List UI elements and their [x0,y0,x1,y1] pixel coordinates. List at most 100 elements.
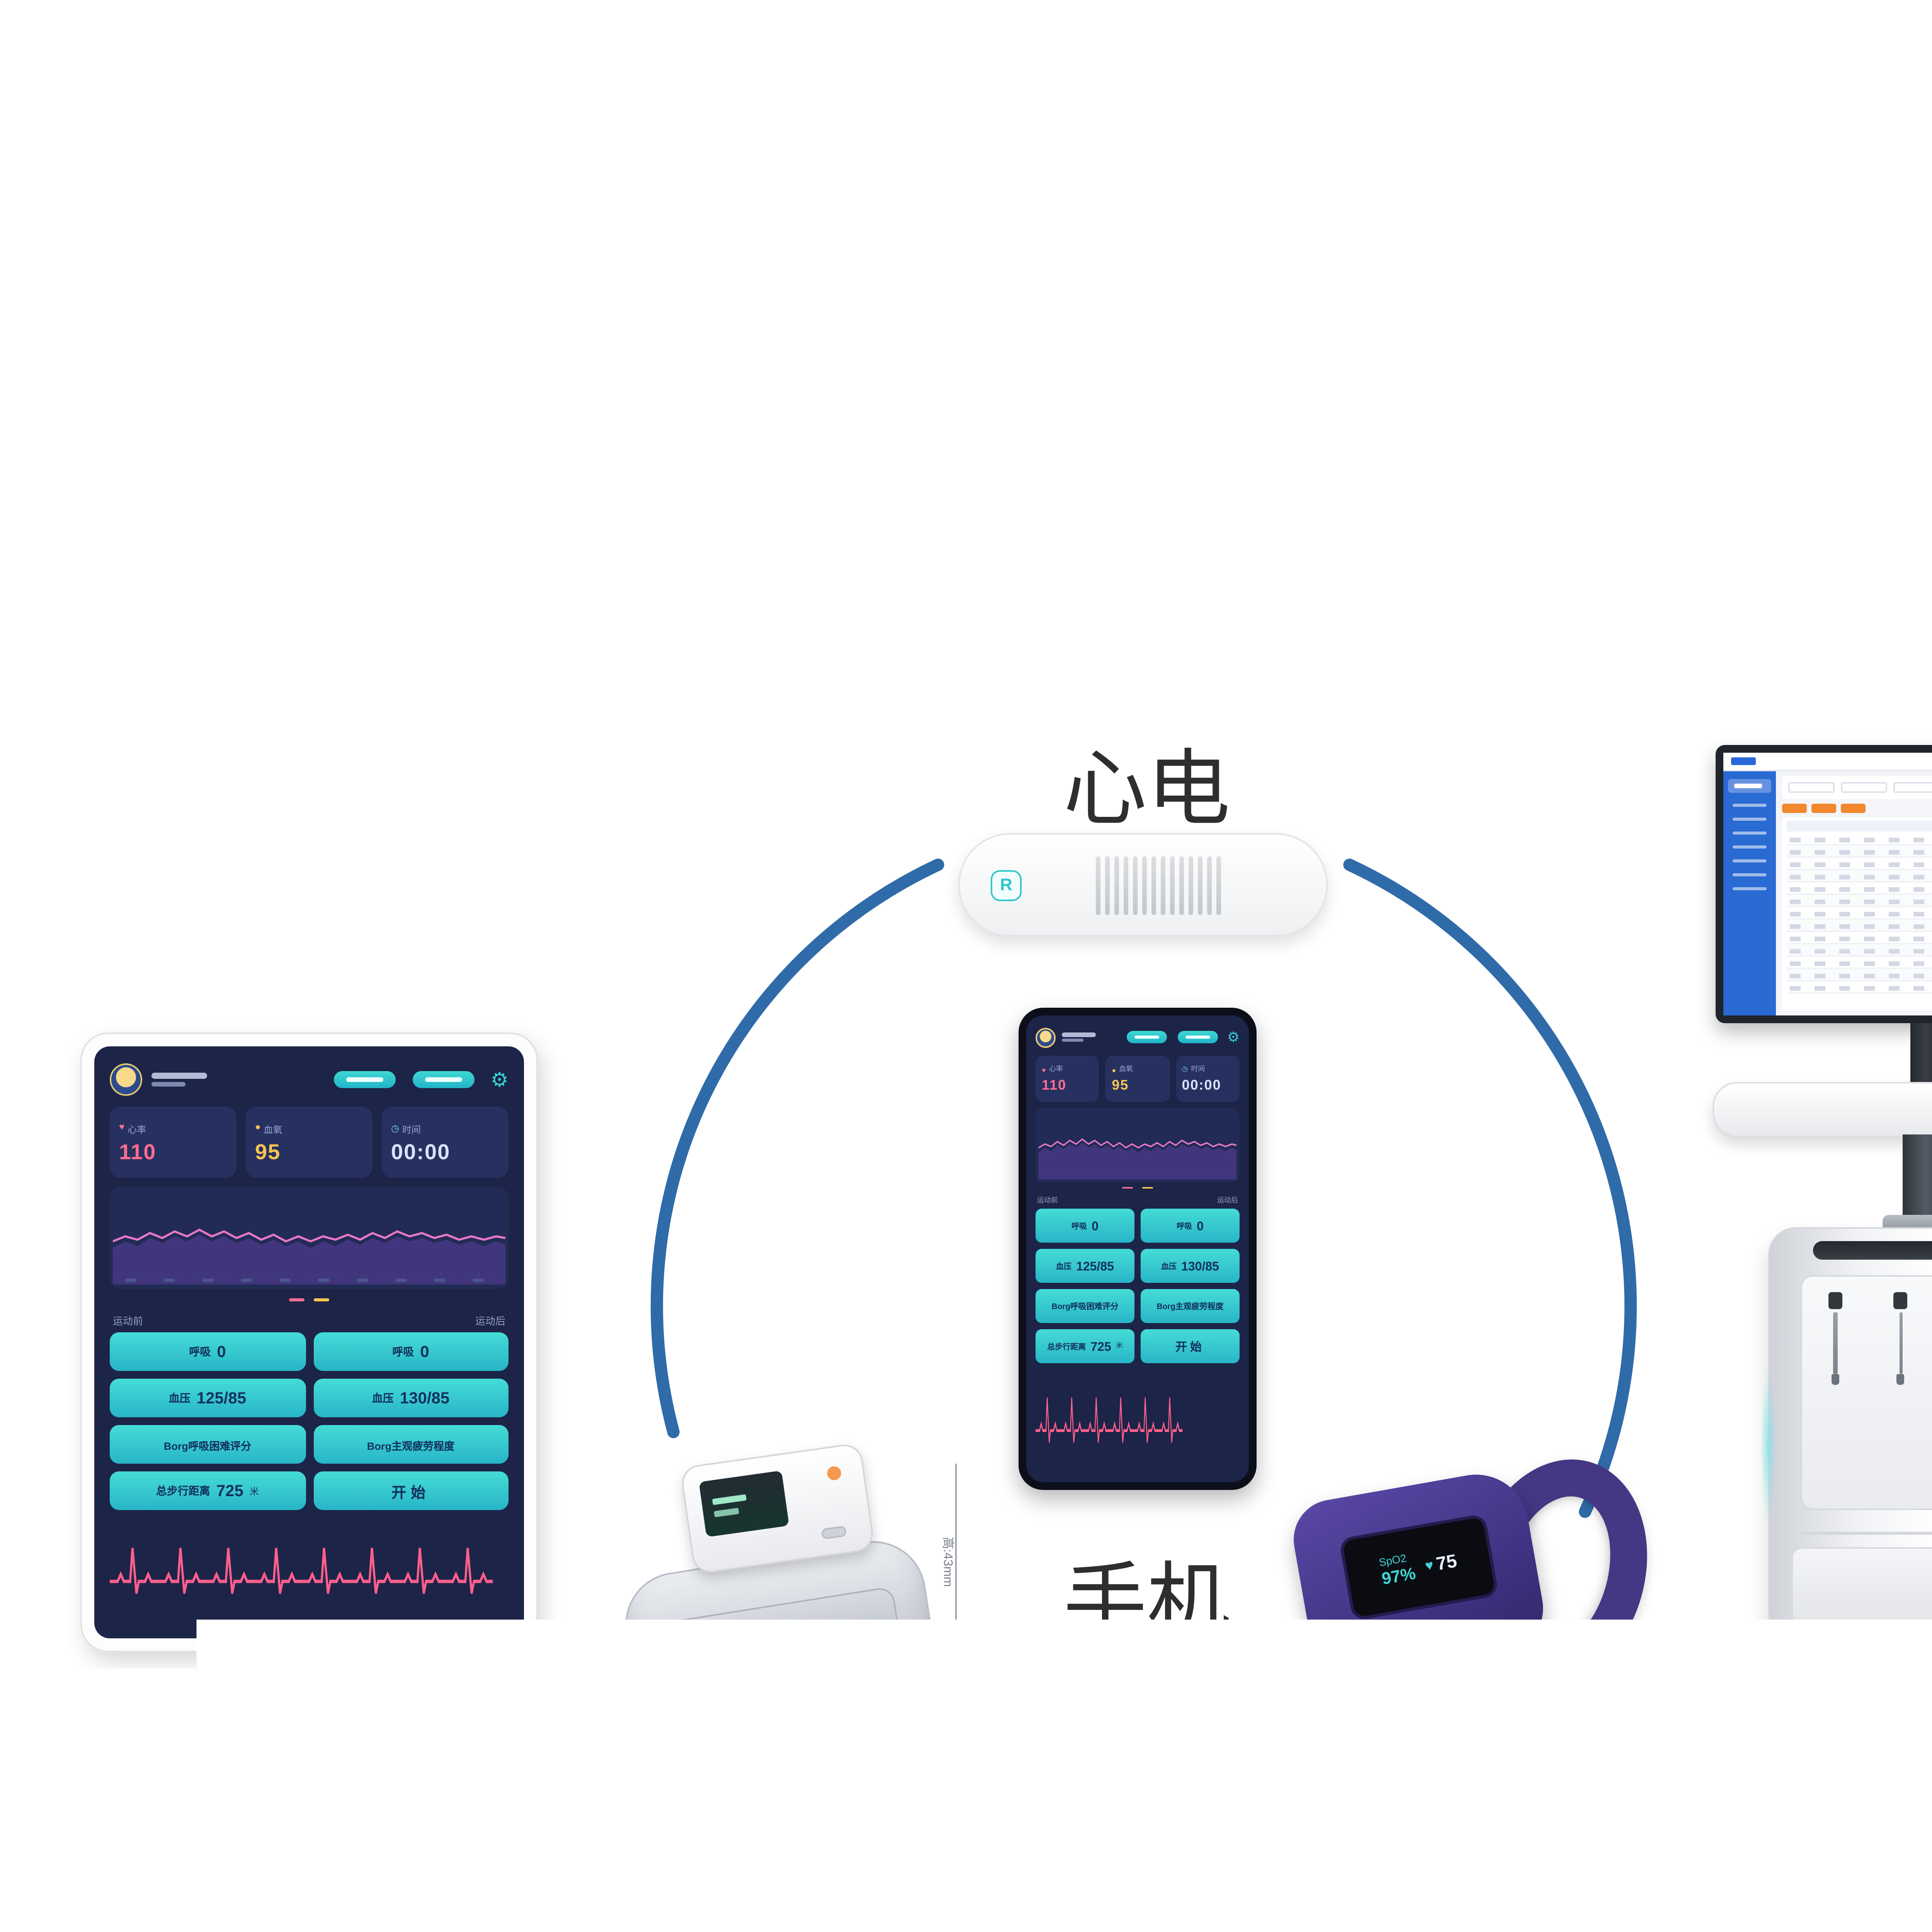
sidebar-menu-item[interactable] [1733,817,1767,821]
user-avatar[interactable] [110,1063,142,1095]
trend-chart [1036,1108,1240,1182]
bp-lcd-display [699,1471,789,1537]
ecg-patch-logo: R [991,869,1022,900]
filter-input-placeholder[interactable] [1893,782,1932,793]
sidebar-menu-item[interactable] [1733,803,1767,807]
metric-label: 时间 [402,1121,421,1135]
header-pill-button[interactable] [334,1070,396,1087]
connector-port[interactable] [1894,1292,1908,1309]
bp-power-button[interactable] [821,1526,847,1540]
caster-wheel [1706,1660,1762,1733]
tablet-screen: ⚙ ♥心率 110 ●血氧 95 ◷时间 00:00 [94,1046,524,1638]
tile-bp-post: 血压 130/85 [313,1379,509,1417]
user-name-placeholder [1062,1032,1096,1042]
start-button-tile[interactable]: 开始 [313,1471,509,1510]
metric-heart-rate: ♥心率 110 [110,1107,236,1178]
sidebar-menu-item[interactable] [1733,859,1767,862]
orange-action-button[interactable] [1841,804,1866,813]
metric-label: 时间 [1191,1065,1205,1075]
cart-desk-tray [1713,1082,1932,1138]
app-header: ⚙ [110,1060,509,1097]
ecg-strip [110,1519,509,1624]
sidebar-menu-item[interactable] [1733,886,1767,890]
start-button-tile[interactable]: 开始 [1141,1329,1240,1363]
label-ecg: 心电 [1063,720,1230,842]
text-placeholder [151,1081,185,1086]
user-avatar[interactable] [1036,1027,1056,1047]
legend-heart-rate-swatch [289,1298,304,1301]
hanging-probe[interactable] [1833,1312,1837,1374]
label-bp: 血压 [702,1793,869,1915]
vitals-metrics-row: ♥心率 110 ●血氧 95 ◷时间 00:00 [1036,1056,1240,1102]
settings-gear-icon[interactable]: ⚙ [490,1069,509,1089]
ecg-patch-device: R [958,833,1328,937]
grille-stripe [1217,855,1221,914]
bp-strap [663,1586,901,1674]
metric-label: 血氧 [264,1121,282,1135]
tile-value: 0 [217,1342,226,1361]
dimension-label-height: 高:43mm [939,1537,956,1587]
table-row [1787,870,1932,883]
tile-label: 总步行距离 [1047,1341,1086,1352]
tile-label: 呼吸 [1071,1220,1087,1231]
sidebar-menu-item[interactable] [1733,872,1767,876]
orange-action-button[interactable] [1782,804,1807,813]
text-placeholder [1134,1036,1159,1039]
header-pill-button[interactable] [413,1070,475,1087]
heart-icon: ♥ [1424,1557,1435,1574]
tile-borg-fatigue[interactable]: Borg主观疲劳程度 [1141,1289,1240,1323]
tile-label: 呼吸 [189,1344,211,1359]
text-placeholder [1185,1036,1210,1039]
tile-respiration-pre: 呼吸 0 [1036,1209,1134,1243]
sidebar-menu-item[interactable] [1733,845,1767,849]
tile-respiration-pre: 呼吸 0 [110,1332,305,1371]
table-row [1787,833,1932,845]
ecg-strip [1036,1369,1240,1473]
filter-input-placeholder[interactable] [1841,782,1887,793]
metric-value: 110 [119,1138,227,1163]
settings-gear-icon[interactable]: ⚙ [1227,1030,1240,1044]
tile-distance: 总步行距离 725 米 [110,1471,305,1510]
tile-value: 130/85 [400,1389,450,1407]
header-pill-button[interactable] [1178,1031,1218,1043]
metric-spo2: ●血氧 95 [1105,1056,1169,1102]
table-row [1787,932,1932,944]
tile-borg-breath[interactable]: Borg呼吸困难评分 [110,1425,305,1464]
lcd-reading-placeholder [714,1508,739,1517]
sidebar-menu-item[interactable] [1733,831,1767,835]
tile-label: 血压 [1161,1260,1177,1271]
measurement-tiles: 呼吸 0 呼吸 0 血压 125/85 血压 130/85 Borg呼吸困难评分… [110,1332,509,1510]
cart-drawer-front [1791,1547,1932,1628]
header-pill-button[interactable] [1127,1031,1167,1043]
sidebar-menu-item-active[interactable] [1728,779,1771,793]
orange-action-button[interactable] [1811,804,1836,813]
tile-borg-breath[interactable]: Borg呼吸困难评分 [1036,1289,1134,1323]
tile-label: 血压 [1056,1260,1071,1271]
tile-unit: 米 [1116,1342,1123,1351]
filter-input-placeholder[interactable] [1788,782,1835,793]
table-row [1787,981,1932,994]
cart-handle-slot [1813,1241,1932,1260]
section-labels: 运动前 运动后 [1036,1196,1240,1206]
lcd-reading-placeholder [712,1494,747,1505]
grille-stripe [1124,855,1128,914]
cart-monitor [1716,745,1932,1023]
cart-pc-device [1700,739,1932,1821]
grille-stripe [1189,855,1193,914]
tile-borg-fatigue[interactable]: Borg主观疲劳程度 [313,1425,509,1464]
hanging-probe[interactable] [1899,1312,1903,1374]
tile-value: 725 [216,1481,243,1500]
section-label-pre: 运动前 [1037,1196,1058,1206]
connector-port[interactable] [1828,1292,1842,1309]
text-placeholder [151,1072,207,1078]
monitor-neck [1910,1023,1932,1088]
admin-sidebar [1723,771,1776,1015]
table-row [1787,883,1932,895]
patch-grille [1096,855,1221,914]
text-placeholder [347,1077,384,1081]
connector-panel [1801,1275,1932,1510]
metric-time: ◷时间 00:00 [1176,1056,1240,1102]
tile-bp-pre: 血压 125/85 [110,1379,305,1417]
metric-value: 95 [255,1138,363,1163]
